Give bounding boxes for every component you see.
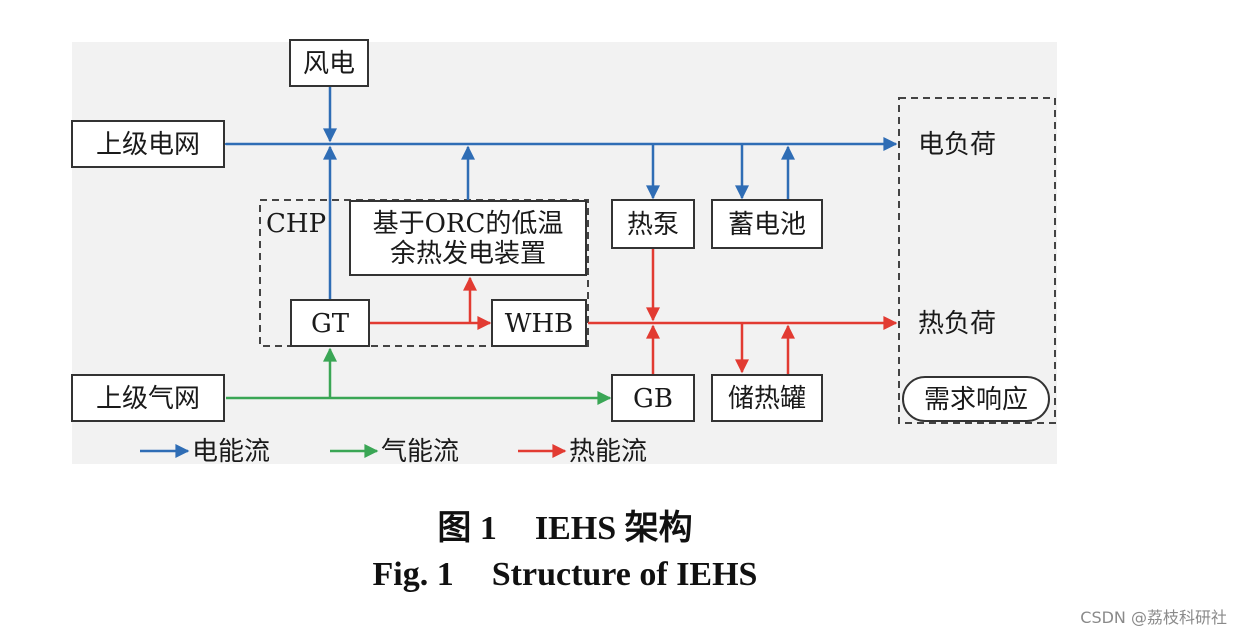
heat-storage-box <box>711 374 823 422</box>
gt-label: GT <box>311 309 350 339</box>
wind-label: 风电 <box>303 49 355 79</box>
iehs-structure-diagram: 风电 上级电网 基于ORC的低温 余热发电装置 热泵 蓄电池 GT WHB 上级… <box>71 39 1057 467</box>
chp-dashed-group <box>259 199 589 347</box>
upper-gas-box <box>71 374 225 422</box>
heatpump-label: 热泵 <box>627 210 679 240</box>
legend-heat-label: 热能流 <box>569 437 647 467</box>
caption-en-title: Structure of IEHS <box>491 556 758 593</box>
battery-box <box>711 199 823 249</box>
load-dashed-group <box>898 97 1056 424</box>
demand-response-label: 需求响应 <box>924 385 1028 415</box>
orc-label-line1: 基于ORC的低温 <box>373 209 564 239</box>
legend: 电能流 气能流 热能流 <box>140 437 647 467</box>
battery-label: 蓄电池 <box>728 210 806 240</box>
orc-box <box>349 200 587 276</box>
wind-box <box>289 39 369 87</box>
caption-en-fig: Fig. 1 <box>372 556 454 593</box>
upper-grid-box <box>71 120 225 168</box>
gb-label: GB <box>633 384 673 414</box>
gt-box <box>290 299 370 347</box>
caption-cn-title: IEHS 架构 <box>534 510 693 547</box>
heat-load-label: 热负荷 <box>918 309 996 339</box>
whb-label: WHB <box>505 309 574 339</box>
caption-cn-fig: 图 1 <box>437 510 497 547</box>
caption-chinese: 图 1 IEHS 架构 <box>0 500 1130 549</box>
chp-label: CHP <box>266 209 326 239</box>
gb-box <box>611 374 695 422</box>
orc-label-line2: 余热发电装置 <box>390 239 546 269</box>
legend-gas-label: 气能流 <box>381 437 459 467</box>
upper-grid-label: 上级电网 <box>96 130 200 160</box>
whb-box <box>491 299 587 347</box>
demand-response-box <box>902 376 1050 422</box>
caption-english: Fig. 1 Structure of IEHS <box>0 556 1130 594</box>
upper-gas-label: 上级气网 <box>96 384 200 414</box>
heatpump-box <box>611 199 695 249</box>
heat-storage-label: 储热罐 <box>728 384 806 414</box>
csdn-watermark: CSDN @荔枝科研社 <box>1080 608 1227 627</box>
legend-elec-label: 电能流 <box>192 437 270 467</box>
elec-load-label: 电负荷 <box>918 130 996 160</box>
